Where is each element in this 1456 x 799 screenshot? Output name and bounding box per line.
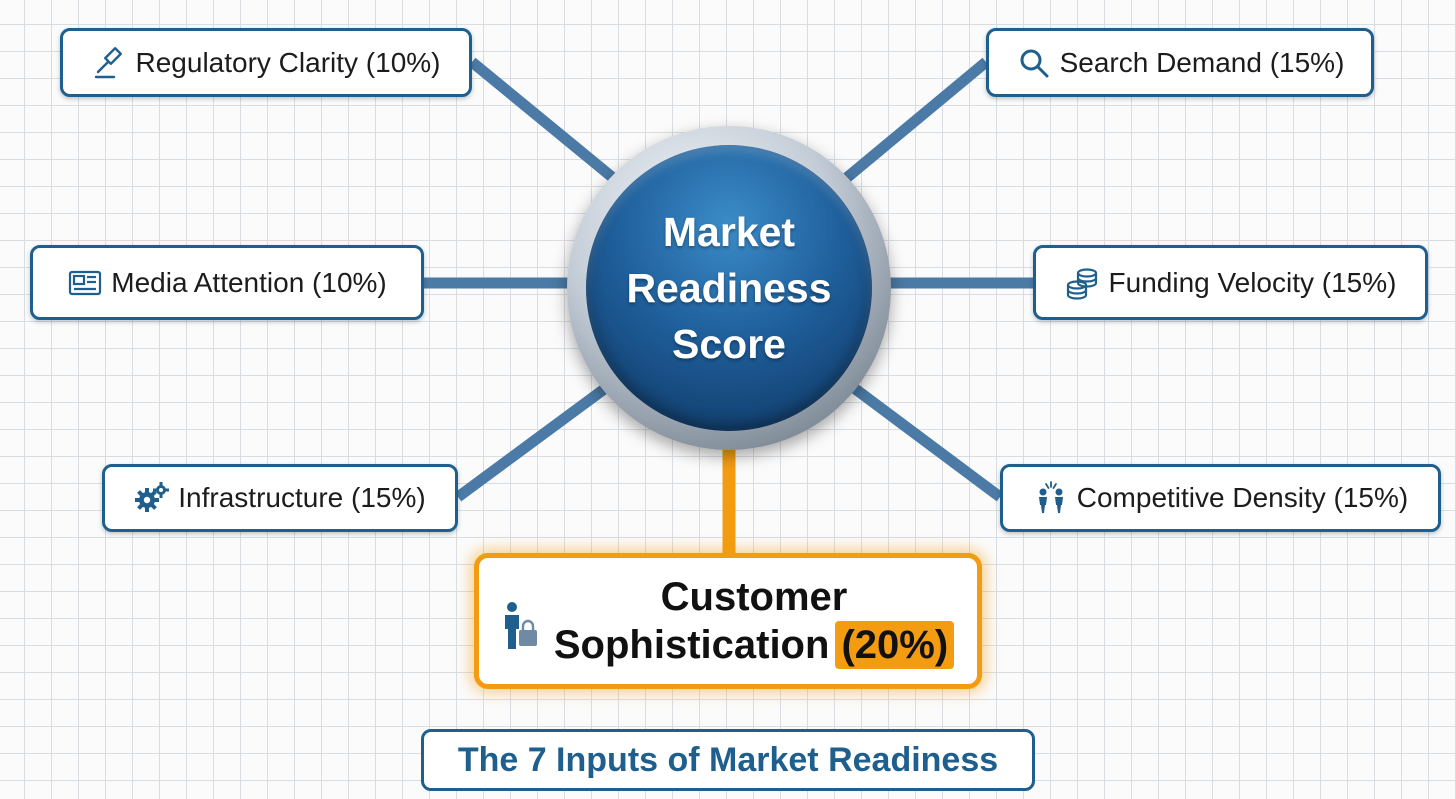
market-readiness-score-hub: Market Readiness Score [567,126,891,450]
diagram-caption: The 7 Inputs of Market Readiness [421,729,1035,791]
node-customer-sophistication: Customer Sophistication(20%) [474,553,982,689]
hub-title-line-3: Score [626,316,831,372]
hub-title: Market Readiness Score [626,204,831,372]
coin-stack-icon [1065,265,1101,301]
node-regulatory-clarity: Regulatory Clarity (10%) [60,28,472,97]
hub-core: Market Readiness Score [586,145,872,431]
customer-sophistication-text: Customer Sophistication(20%) [541,573,977,669]
node-search-label: Search Demand (15%) [1060,47,1345,79]
customer-line-1: Customer [541,573,967,621]
node-competitive-density: Competitive Density (15%) [1000,464,1441,532]
customer-percent-badge: (20%) [835,621,954,669]
shopper-icon [501,600,541,652]
customer-line-2: Sophistication(20%) [541,621,967,669]
node-funding-label: Funding Velocity (15%) [1109,267,1397,299]
node-media-attention: Media Attention (10%) [30,245,424,320]
gavel-icon [92,45,128,81]
node-media-label: Media Attention (10%) [111,267,387,299]
node-infrastructure-label: Infrastructure (15%) [178,482,425,514]
node-search-demand: Search Demand (15%) [986,28,1374,97]
gears-icon [134,480,170,516]
competitors-icon [1033,480,1069,516]
customer-line-2-text: Sophistication [554,623,830,667]
hub-title-line-1: Market [626,204,831,260]
hub-title-line-2: Readiness [626,260,831,316]
node-competitive-label: Competitive Density (15%) [1077,482,1408,514]
node-funding-velocity: Funding Velocity (15%) [1033,245,1428,320]
magnifier-icon [1016,45,1052,81]
newspaper-icon [67,265,103,301]
node-infrastructure: Infrastructure (15%) [102,464,458,532]
node-regulatory-label: Regulatory Clarity (10%) [136,47,441,79]
